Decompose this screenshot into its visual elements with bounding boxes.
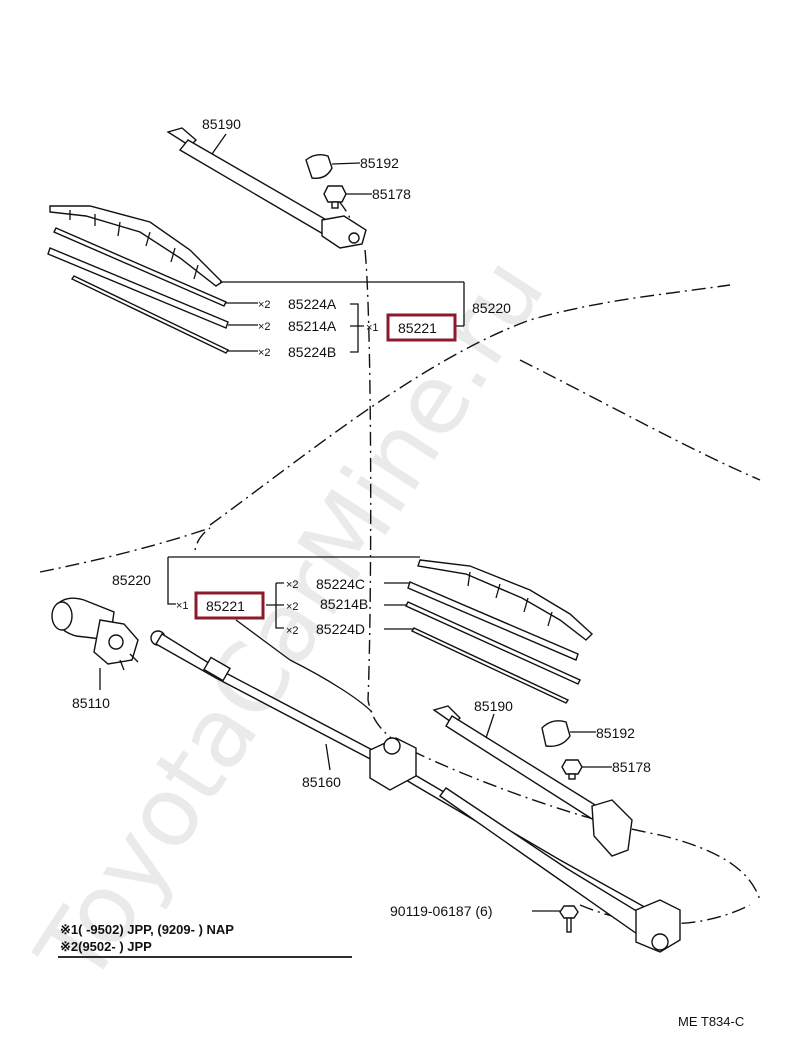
lower-wiper-blade <box>417 559 594 641</box>
upper-c-label: 85224B <box>288 344 336 360</box>
upper-wiper-blade <box>49 205 224 287</box>
upper-rubber-strip-2 <box>47 247 229 329</box>
lower-cap-icon <box>541 720 571 747</box>
lower-arm-label: 85190 <box>474 698 513 714</box>
upper-rubber-strip-1 <box>53 227 227 307</box>
lower-c-label: 85224D <box>316 621 365 637</box>
note-1: ※1( -9502) JPP, (9209- ) NAP <box>60 922 234 937</box>
motor-label: 85110 <box>72 695 110 711</box>
upper-mark-rubber: ×1 <box>366 322 379 334</box>
lower-rubber-highlight <box>194 591 265 620</box>
note-2: ※2(9502- ) JPP <box>60 939 152 954</box>
lower-blade-label: 85220 <box>112 572 151 588</box>
lower-cap-label: 85192 <box>596 725 635 741</box>
lower-rubber-label: 85221 <box>206 598 245 614</box>
upper-cap-icon <box>305 153 333 179</box>
upper-blade-label: 85220 <box>472 300 511 316</box>
rubber-leader <box>235 619 291 661</box>
upper-cap-label: 85192 <box>360 155 399 171</box>
upper-wiper-arm <box>166 127 367 249</box>
lower-mark-a: ×2 <box>286 579 299 591</box>
lower-rubber-strip-3 <box>410 627 570 704</box>
wiper-link-rod <box>150 630 681 953</box>
upper-nut-icon <box>323 185 347 209</box>
windshield-outline-right <box>519 359 761 481</box>
lower-mark-b: ×2 <box>286 601 299 613</box>
lower-rubber-strip-1 <box>407 581 579 661</box>
upper-a-label: 85224A <box>288 296 337 312</box>
upper-mark-a: ×2 <box>258 299 271 311</box>
bolt-icon <box>559 905 579 933</box>
link-label: 85160 <box>302 774 341 790</box>
upper-nut-label: 85178 <box>372 186 411 202</box>
upper-mark-b: ×2 <box>258 321 271 333</box>
body-outline-left <box>39 527 211 573</box>
lower-nut-icon <box>561 759 583 780</box>
upper-rubber-strip-3 <box>70 275 230 354</box>
upper-b-label: 85214A <box>288 318 337 334</box>
lower-mark-rubber: ×1 <box>176 600 189 612</box>
lower-b-label: 85214B <box>320 596 368 612</box>
diagram-code: ME T834-C <box>678 1014 744 1029</box>
upper-arm-label: 85190 <box>202 116 241 132</box>
upper-rubber-label: 85221 <box>398 320 437 336</box>
lower-a-label: 85224C <box>316 576 365 592</box>
lower-mark-c: ×2 <box>286 625 299 637</box>
upper-rubber-highlight <box>386 313 457 342</box>
bolt-label: 90119-06187 (6) <box>390 903 492 919</box>
lower-wiper-arm <box>432 705 633 857</box>
wiper-motor-icon <box>51 597 139 671</box>
lower-rubber-strip-2 <box>405 601 581 685</box>
upper-mark-c: ×2 <box>258 347 271 359</box>
lower-nut-label: 85178 <box>612 759 651 775</box>
